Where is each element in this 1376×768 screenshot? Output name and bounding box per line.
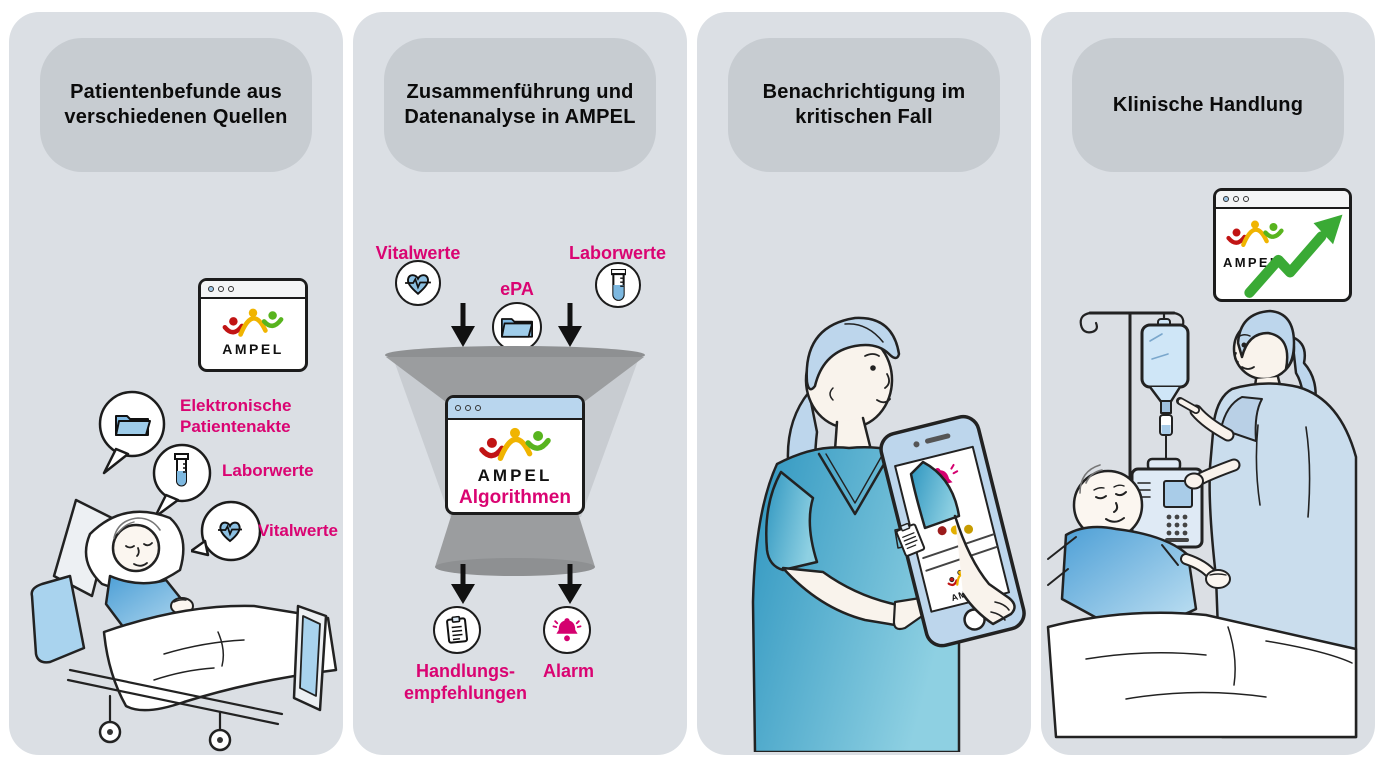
arrow-down-icon: [451, 564, 475, 604]
panel-title-line: Datenanalyse in AMPEL: [404, 106, 636, 128]
folder-icon: [501, 318, 533, 338]
alarm-bell-icon: [552, 618, 582, 642]
lab-circle: [595, 262, 641, 308]
panel-title-line: kritischen Fall: [795, 106, 933, 128]
panel-data-merge-analysis: Zusammenführung und Datenanalyse in AMPE…: [353, 12, 687, 755]
window-dot-icon: [475, 405, 481, 411]
label-laborwerte: Laborwerte: [222, 461, 314, 480]
recommendations-circle: [433, 606, 481, 654]
label-handlungsempfehlungen: Handlungs- empfehlungen: [403, 661, 527, 703]
ampel-wave-logo-icon: [476, 426, 554, 466]
ampel-logo-text: AMPEL: [1223, 255, 1281, 270]
window-content: AMPEL Algorithmen: [448, 420, 582, 509]
label-alarm: Alarm: [542, 661, 595, 681]
speech-bubble-epa: [98, 390, 166, 475]
panel-clinical-action: Klinische Handlung AMPEL: [1041, 12, 1375, 755]
browser-window-ampel: AMPEL: [198, 278, 308, 372]
window-content: AMPEL: [201, 299, 305, 357]
window-dot-icon: [1233, 196, 1239, 202]
clipboard-icon: [446, 615, 469, 644]
panel-title-line: Klinische Handlung: [1112, 93, 1304, 116]
ampel-logo-text: AMPEL: [222, 341, 284, 357]
ampel-wave-logo-icon: [220, 307, 286, 341]
panel-title-line: Zusammenführung und: [406, 81, 634, 103]
patient-in-hospital-bed-illustration: [30, 498, 338, 752]
algorithms-label: Algorithmen: [459, 487, 571, 508]
window-dot-icon: [1223, 196, 1229, 202]
panel-title-line: verschiedenen Quellen: [64, 106, 288, 128]
panel-critical-notification: Benachrichtigung im kritischen Fall: [697, 12, 1031, 755]
panel-title-box: Klinische Handlung: [1072, 38, 1344, 172]
test-tube-icon: [610, 269, 626, 301]
rising-arrow-icon: [1244, 214, 1343, 298]
panel-title-box: Benachrichtigung im kritischen Fall: [728, 38, 1000, 172]
label-vitalwerte: Vitalwerte: [258, 521, 339, 540]
label-laborwerte: Laborwerte: [568, 243, 667, 263]
vitals-circle: [395, 260, 441, 306]
speech-bubble-vitals: [191, 500, 262, 562]
panel-title-box: Zusammenführung und Datenanalyse in AMPE…: [384, 38, 656, 172]
window-dot-icon: [455, 405, 461, 411]
window-titlebar: [1216, 191, 1349, 209]
window-titlebar: [448, 398, 582, 420]
browser-window-ampel-trend: AMPEL: [1213, 188, 1352, 302]
label-epa: ePA: [500, 279, 534, 299]
arrow-down-icon: [558, 564, 582, 604]
arrow-down-icon: [451, 303, 475, 347]
panel-title-line: Patientenbefunde aus: [70, 81, 282, 103]
window-dot-icon: [465, 405, 471, 411]
panel-title-line: Benachrichtigung im: [762, 81, 966, 103]
label-elektronische-patientenakte: Elektronische Patientenakte: [180, 396, 292, 436]
alarm-circle: [543, 606, 591, 654]
window-dot-icon: [218, 286, 224, 292]
nurse-with-smartphone-illustration: AMPEL: [751, 316, 1026, 752]
test-tube-icon: [174, 453, 189, 487]
window-dot-icon: [228, 286, 234, 292]
heart-ecg-icon: [218, 521, 242, 543]
window-dot-icon: [1243, 196, 1249, 202]
folder-icon: [115, 415, 151, 436]
window-content: AMPEL: [1216, 209, 1349, 301]
heart-ecg-icon: [405, 274, 431, 296]
ampel-logo-text: AMPEL: [477, 466, 553, 485]
nurse-adjusting-infusion-pump-illustration: [1046, 309, 1358, 739]
panel-patient-data-sources: Patientenbefunde aus verschiedenen Quell…: [9, 12, 343, 755]
arrow-down-icon: [558, 303, 582, 347]
browser-window-ampel-algorithms: AMPEL Algorithmen: [445, 395, 585, 515]
label-vitalwerte: Vitalwerte: [375, 243, 461, 263]
panel-title-box: Patientenbefunde aus verschiedenen Quell…: [40, 38, 312, 172]
window-titlebar: [201, 281, 305, 299]
window-dot-icon: [208, 286, 214, 292]
speech-bubble-lab: [152, 443, 212, 519]
